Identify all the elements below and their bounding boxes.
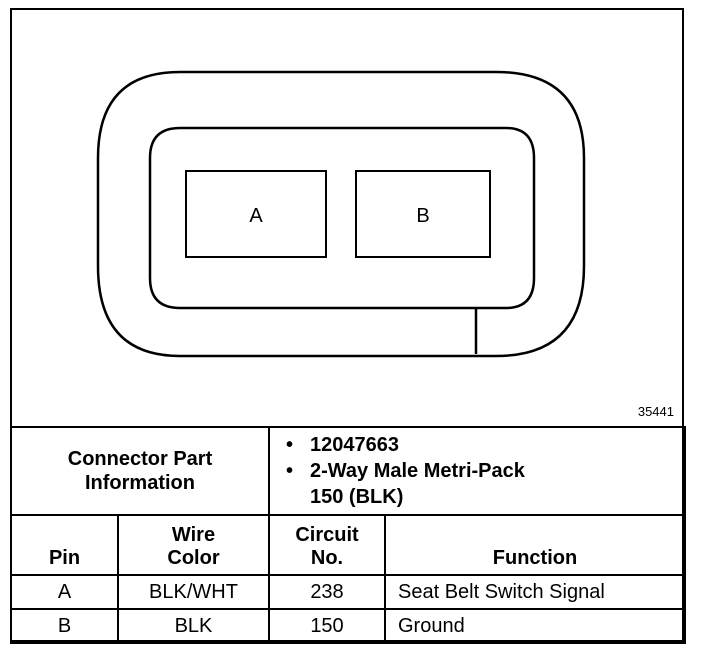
connector-diagram: A B (96, 70, 586, 358)
connector-inner-cavity (148, 126, 536, 354)
connector-info-item: • 12047663 (286, 432, 684, 458)
cell-pin: B (10, 608, 119, 644)
figure-id: 35441 (637, 404, 674, 419)
part-number: 12047663 (310, 434, 399, 456)
connector-info-list: • 12047663 • 2-Way Male Metri-Pack 150 (… (268, 426, 686, 516)
cell-wire-color: BLK/WHT (117, 574, 270, 610)
cell-circuit: 238 (268, 574, 386, 610)
header-circuit-no: Circuit No. (268, 514, 386, 576)
connector-series: 150 (BLK) (310, 486, 404, 508)
cell-wire-color: BLK (117, 608, 270, 644)
connector-info-label-line1: Connector Part (67, 448, 213, 470)
connector-info-label-line2: Information (85, 472, 195, 494)
bullet: • (286, 460, 294, 482)
connector-info-item: 150 (BLK) (310, 484, 684, 510)
cell-function: Seat Belt Switch Signal (384, 574, 686, 610)
connector-type: 2-Way Male Metri-Pack (310, 460, 525, 482)
pin-a-label: A (249, 205, 263, 227)
pinout-table: Connector Part Information • 12047663 • … (10, 426, 686, 644)
pin-a-cavity (185, 170, 327, 258)
connector-info-label: Connector Part Information (10, 426, 270, 516)
table-row: A BLK/WHT 238 Seat Belt Switch Signal (10, 574, 686, 610)
header-wire-color: Wire Color (117, 514, 270, 576)
cell-circuit: 150 (268, 608, 386, 644)
cell-function: Ground (384, 608, 686, 644)
pin-b-label: B (416, 205, 429, 227)
table-header-row: Pin Wire Color Circuit No. Function (10, 514, 686, 576)
connector-outer-shell (96, 70, 586, 358)
header-pin: Pin (10, 514, 119, 576)
cell-pin: A (10, 574, 119, 610)
pin-b-cavity (355, 170, 491, 258)
header-function: Function (384, 514, 686, 576)
bullet: • (286, 434, 294, 456)
connector-info-item: • 2-Way Male Metri-Pack (286, 458, 684, 484)
connector-info-row: Connector Part Information • 12047663 • … (10, 426, 686, 516)
table-row: B BLK 150 Ground (10, 608, 686, 644)
